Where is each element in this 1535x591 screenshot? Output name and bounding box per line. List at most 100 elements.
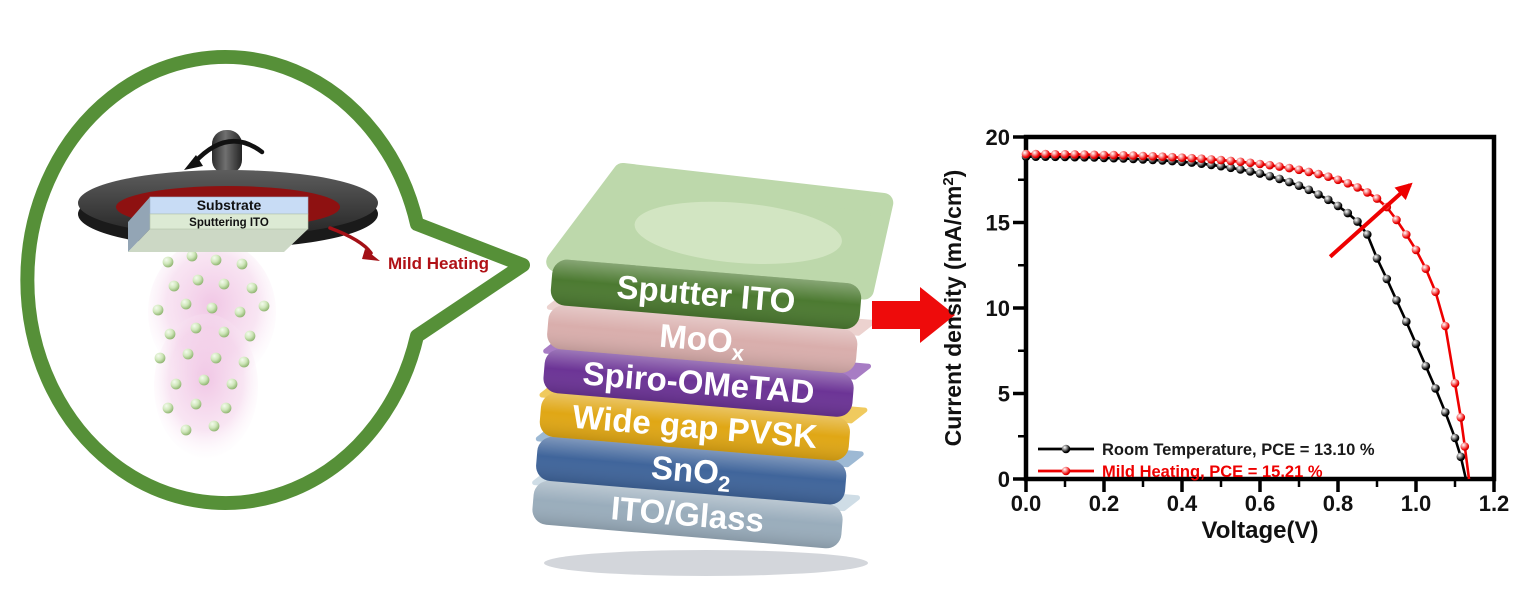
data-point <box>1080 150 1089 159</box>
data-point <box>1294 165 1304 175</box>
data-point <box>1051 150 1060 159</box>
data-point <box>1431 384 1440 393</box>
particle <box>236 258 248 270</box>
particle <box>162 256 174 268</box>
data-point <box>1216 161 1226 171</box>
data-point <box>1207 155 1216 164</box>
data-point <box>1226 156 1236 166</box>
data-point <box>1353 217 1362 226</box>
particle <box>198 374 210 386</box>
particle <box>152 304 164 316</box>
top-face-highlight <box>634 201 842 264</box>
y-tick-label: 5 <box>998 382 1010 407</box>
y-tick-label: 15 <box>986 211 1010 236</box>
data-point <box>1275 162 1284 171</box>
data-point <box>1392 296 1401 305</box>
layer-front-shine <box>550 259 862 330</box>
stack-shadow <box>544 550 868 576</box>
data-point <box>1304 167 1314 177</box>
data-point <box>1099 150 1109 160</box>
data-point <box>1255 159 1265 169</box>
particle <box>244 330 256 342</box>
particle <box>258 300 270 312</box>
data-point <box>1402 317 1411 327</box>
y-tick-label: 0 <box>998 467 1010 492</box>
data-point <box>1411 245 1421 255</box>
substrate-left-face <box>128 197 150 252</box>
x-tick-label: 1.2 <box>1479 491 1510 516</box>
data-point <box>1187 153 1197 163</box>
data-point <box>1392 215 1401 225</box>
legend-label: Mild Heating, PCE = 15.21 % <box>1102 463 1323 481</box>
layer-front-shine <box>539 393 850 461</box>
y-tick-label: 20 <box>986 125 1010 150</box>
sputtering-ito-label: Sputtering ITO <box>189 217 269 229</box>
data-point <box>1460 442 1470 451</box>
data-point <box>1041 149 1050 159</box>
x-tick-label: 0.8 <box>1323 491 1354 516</box>
data-point <box>1304 185 1314 195</box>
data-point <box>1450 433 1460 443</box>
mild-heating-arrow <box>328 226 373 255</box>
particle <box>164 328 176 340</box>
rotation-arrow-icon <box>191 139 265 166</box>
x-tick-label: 0.4 <box>1167 491 1198 516</box>
data-point <box>1031 149 1041 159</box>
data-point <box>1324 172 1333 181</box>
data-point <box>1363 230 1372 239</box>
x-tick-label: 0.6 <box>1245 491 1276 516</box>
x-tick-label: 0.0 <box>1011 491 1042 516</box>
data-point <box>1324 195 1333 205</box>
data-point <box>1236 157 1245 167</box>
mild-heating-arrowhead <box>362 249 380 261</box>
legend-marker-sample <box>1061 444 1071 454</box>
data-point <box>1294 181 1304 190</box>
data-point <box>1070 150 1080 159</box>
data-point <box>1275 174 1284 184</box>
particle <box>226 378 238 390</box>
particle <box>208 420 220 432</box>
data-point <box>1255 169 1265 178</box>
data-point <box>1265 160 1275 170</box>
particle <box>190 398 202 410</box>
data-point <box>1382 274 1392 284</box>
layer-front-shine <box>536 437 847 505</box>
y-axis-title: Current density (mA/cm2) <box>940 170 966 447</box>
layer-label: MoOx <box>658 317 748 366</box>
data-point <box>1353 183 1362 192</box>
particle <box>192 274 204 286</box>
data-point <box>1138 151 1148 161</box>
data-point <box>1177 153 1187 162</box>
substrate-block: Substrate Sputtering ITO <box>128 196 309 252</box>
rotation-arrowhead-icon <box>184 155 203 170</box>
data-point <box>1441 408 1450 417</box>
particle <box>246 282 258 294</box>
data-point <box>1197 154 1206 163</box>
layer-front-shine <box>547 305 858 373</box>
data-point <box>1246 158 1255 168</box>
mild-heating-label: Mild Heating <box>388 254 489 273</box>
data-point <box>1402 230 1411 239</box>
particle <box>218 278 230 290</box>
flow-arrow <box>872 287 955 343</box>
improvement-arrow <box>1328 182 1413 259</box>
layer-front-shine <box>543 349 854 417</box>
data-point <box>1421 361 1431 371</box>
sputter-particles <box>152 250 270 436</box>
data-point <box>1168 152 1177 162</box>
substrate-bottom-face <box>128 229 308 252</box>
particle <box>180 298 192 310</box>
data-point <box>1021 149 1031 159</box>
data-point <box>1158 152 1167 161</box>
data-point <box>1148 152 1158 161</box>
data-point <box>1216 155 1226 165</box>
legend-label: Room Temperature, PCE = 13.10 % <box>1102 441 1375 459</box>
data-point <box>1314 169 1323 179</box>
data-point <box>1285 177 1294 187</box>
particle <box>190 322 202 334</box>
particle <box>186 250 198 262</box>
particle <box>234 306 246 318</box>
particle <box>162 402 174 414</box>
